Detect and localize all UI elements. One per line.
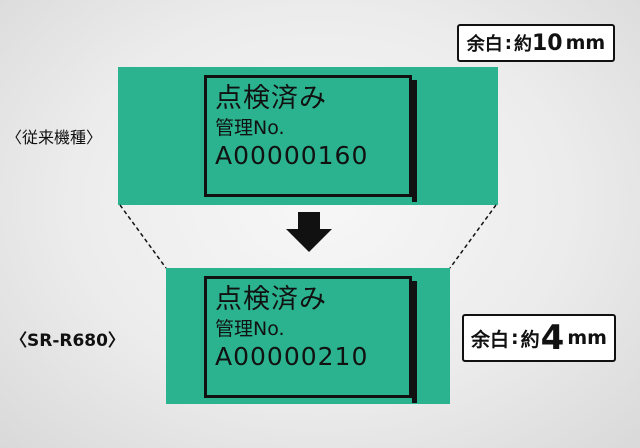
label-line-management-no: 管理No. — [215, 117, 285, 139]
conventional-model-label: 〈従来機種〉 — [6, 128, 103, 147]
dashed-line-left — [119, 204, 167, 269]
margin-value: 10 — [531, 30, 563, 56]
margin-prefix: 余白 — [471, 328, 510, 351]
margin-value: 4 — [540, 318, 565, 358]
margin-approx: 約 — [520, 328, 540, 351]
label-line-management-no: 管理No. — [215, 318, 285, 340]
label-line-id: A00000160 — [215, 141, 369, 170]
new-model-label: 〈SR-R680〉 — [10, 331, 125, 351]
margin-unit: mm — [565, 32, 606, 54]
label-line-inspected: 点検済み — [215, 83, 327, 114]
margin-separator: : — [504, 32, 512, 54]
tape-conventional: 点検済み 管理No. A00000160 — [118, 67, 498, 205]
tape-new-model: 点検済み 管理No. A00000210 — [166, 268, 450, 404]
margin-unit: mm — [567, 327, 607, 349]
margin-approx: 約 — [513, 34, 532, 55]
label-line-id: A00000210 — [215, 342, 369, 371]
margin-prefix: 余白 — [466, 34, 503, 55]
margin-separator: : — [511, 327, 519, 349]
printed-label-new-model: 点検済み 管理No. A00000210 — [204, 276, 417, 403]
dashed-line-right — [449, 204, 497, 269]
printed-label-conventional: 点検済み 管理No. A00000160 — [204, 75, 417, 202]
down-arrow-icon — [286, 212, 332, 252]
label-line-inspected: 点検済み — [215, 284, 327, 315]
